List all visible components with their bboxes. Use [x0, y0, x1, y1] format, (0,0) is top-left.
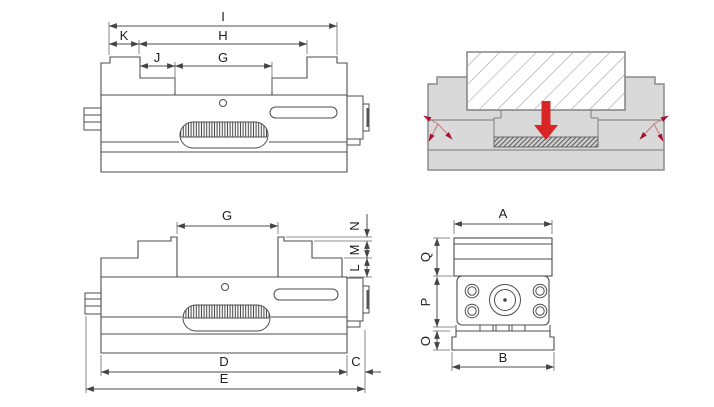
- dim-label-C: C: [351, 354, 360, 369]
- lead-screw-hatch: [494, 137, 598, 147]
- view-end: A B Q P O: [418, 206, 555, 371]
- dimension-lines-bottom-view: G N M L D C E: [85, 208, 381, 393]
- dimension-lines-end-view: A B Q P O: [418, 206, 555, 371]
- lead-screw-end: [83, 107, 102, 131]
- lead-screw-end-bottom: [84, 292, 102, 315]
- dim-label-G-bottom: G: [222, 208, 232, 223]
- dim-label-K: K: [120, 28, 129, 43]
- top-pin-hole-bottom: [221, 283, 229, 291]
- dim-label-I: I: [221, 9, 225, 24]
- vise-body-outline: [83, 56, 370, 173]
- force-fan-arrows-left: [423, 115, 453, 142]
- knurled-grip-bottom: [182, 304, 271, 332]
- view-side-top: I K H J G: [83, 9, 370, 173]
- base-tabs: [479, 324, 526, 332]
- dim-label-J: J: [154, 50, 161, 65]
- dim-label-D: D: [219, 354, 228, 369]
- dim-label-E: E: [220, 371, 229, 386]
- dim-label-O: O: [418, 336, 433, 346]
- clamp-force-arrow: [534, 101, 558, 140]
- end-bracket: [346, 95, 370, 146]
- dim-label-A: A: [499, 206, 508, 221]
- dim-label-H: H: [218, 28, 227, 43]
- knurled-grip: [179, 121, 269, 149]
- force-fan-arrows-right: [639, 115, 669, 142]
- center-bore: [489, 284, 521, 316]
- section-detail-lines: [428, 110, 664, 151]
- dim-label-B: B: [499, 350, 508, 365]
- dim-label-G-top: G: [218, 50, 228, 65]
- flange-bolts: [464, 283, 548, 319]
- end-bracket-bottom: [346, 277, 370, 328]
- vise-body-outline-bottom: [84, 236, 370, 354]
- dim-label-Q: Q: [418, 252, 433, 262]
- end-base: [451, 330, 555, 351]
- top-pin-hole: [219, 99, 227, 107]
- dimension-lines-top-view: I K H J G: [108, 9, 338, 92]
- view-clamp-section: [423, 51, 669, 171]
- end-view-body: [451, 237, 555, 351]
- side-slot: [269, 106, 338, 119]
- workpiece: [466, 51, 626, 111]
- view-side-bottom: G N M L D C E: [84, 208, 381, 393]
- dim-label-M: M: [347, 245, 362, 256]
- dim-label-N: N: [347, 221, 362, 230]
- dim-label-P: P: [418, 298, 433, 307]
- side-slot-bottom: [273, 288, 339, 301]
- dim-label-L: L: [347, 264, 362, 271]
